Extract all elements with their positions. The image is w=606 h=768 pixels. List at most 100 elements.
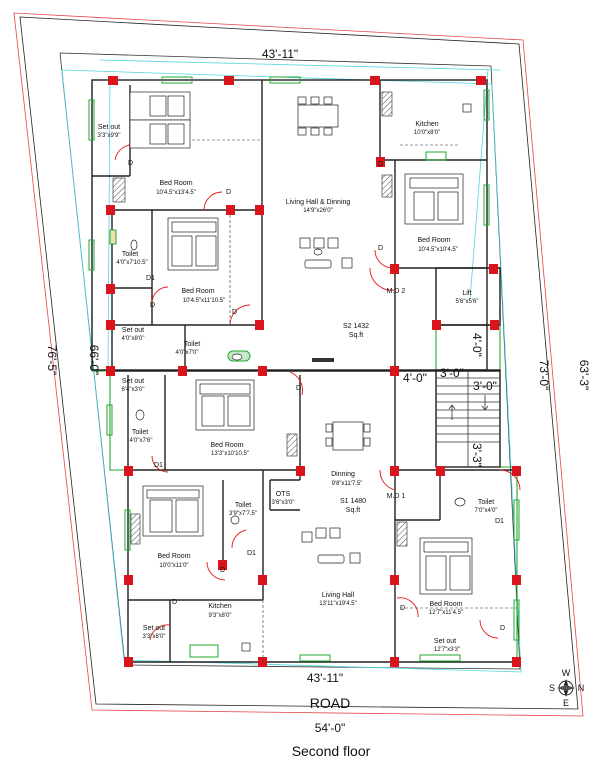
toilet-fixture	[130, 239, 138, 251]
room-name-toilet-lower-left: Toilet	[132, 429, 148, 436]
flat-labels: S2 1432 Sq.ft S1 1480 Sq.ft	[340, 323, 369, 514]
dim-stair-side-upper: 4'-0"	[470, 333, 484, 357]
door-tag: D	[232, 309, 237, 316]
bed-furniture	[419, 537, 473, 595]
room-name-setout-bottom-left: Set out	[143, 625, 165, 632]
dim-right-inner: 63'-3"	[577, 360, 591, 391]
door-tag-md2: M.D 2	[387, 288, 406, 295]
room-name-kitchen-bottom: Kitchen	[208, 603, 231, 610]
door-tag: D	[400, 605, 405, 612]
road-label: ROAD	[310, 695, 350, 711]
room-name-bed-top-right: Bed Room	[417, 237, 450, 244]
door-tag-d1: D1	[154, 462, 163, 469]
room-size-kitchen-top: 10'0"x8'0"	[414, 130, 440, 136]
door-tag: D	[150, 302, 155, 309]
door-tag-d1: D1	[146, 275, 155, 282]
room-size-bed-top-right: 10'4.5"x10'4.5"	[418, 247, 458, 253]
room-size-lift: 5'6"x5'6"	[456, 299, 479, 305]
room-size-bed-top-left: 10'4.5"x13'4.5"	[156, 190, 196, 196]
room-size-toilet-lower-right: 7'0"x4'0"	[475, 508, 498, 514]
room-size-toilet-lower-left: 4'0"x7'6"	[130, 438, 153, 444]
room-name-setout-bottom-right: Set out	[434, 638, 456, 645]
dim-stair-side-lower: 3'-3"	[470, 443, 484, 467]
compass-e: E	[563, 698, 569, 708]
sofa-set	[299, 237, 353, 269]
bed-furniture	[167, 217, 219, 271]
staircase	[435, 267, 501, 468]
room-size-setout-small: 6'4"x3'0"	[122, 387, 145, 393]
dim-stair-top-b: 3'-0"	[473, 379, 497, 393]
flat-s1-name: S1 1480	[340, 498, 366, 505]
dim-road-width: 54'-0"	[315, 721, 346, 735]
bed-furniture	[404, 173, 464, 225]
sink-fixture	[462, 103, 472, 113]
room-name-living-hall-lower: Living Hall	[322, 592, 355, 599]
room-name-toilet-mid-left: Toilet	[184, 341, 200, 348]
room-name-bed-lower-mid: Bed Room	[210, 442, 243, 449]
dim-stair-left: 4'-0"	[403, 371, 427, 385]
flat-s2-area: Sq.ft	[349, 332, 363, 339]
door-tag: D	[378, 245, 383, 252]
door-tag: D	[172, 599, 177, 606]
furniture	[129, 91, 473, 652]
compass-icon: W S N E	[549, 668, 584, 708]
dim-right-outer: 73'-0"	[537, 360, 551, 391]
door-tag-d1: D1	[247, 550, 256, 557]
room-name-setout-small: Set out	[122, 378, 144, 385]
floor-title: Second floor	[292, 743, 371, 759]
room-name-kitchen-top: Kitchen	[415, 121, 438, 128]
door-tag-d1: D1	[495, 518, 504, 525]
room-name-toilet-lower-mid: Toilet	[235, 502, 251, 509]
room-size-living-dining-top: 14'9"x26'0"	[303, 208, 333, 214]
door-tag: D	[220, 567, 225, 574]
dimension-labels: 43'-11" 43'-11" 54'-0" 76'-5" 66'-0" 73'…	[45, 47, 591, 735]
toilet-fixture	[231, 353, 243, 361]
door-tag: D	[128, 160, 133, 167]
door-tag: D	[378, 161, 383, 168]
room-name-bed-bottom-right: Bed Room	[429, 601, 462, 608]
dim-bottom-width: 43'-11"	[307, 671, 343, 685]
door-tags: M.D 2 M.D 1 D D D D D D D D D D D D1 D1 …	[128, 160, 505, 632]
bed-furniture	[195, 379, 255, 431]
windows	[88, 76, 520, 662]
room-name-lift: Lift	[462, 290, 471, 297]
room-name-bed-bottom-left: Bed Room	[157, 553, 190, 560]
room-name-ots: OTS	[276, 491, 291, 498]
room-name-dining-lower: Dinning	[331, 471, 355, 478]
room-size-bed-lower-mid: 13'3"x10'10.5"	[211, 451, 249, 457]
toilet-fixture	[454, 497, 466, 507]
bed-furniture	[129, 91, 191, 149]
dining-table	[325, 421, 371, 451]
room-name-setout-top: Set out	[98, 124, 120, 131]
room-size-kitchen-bottom: 9'3"x8'0"	[209, 613, 232, 619]
structural-columns	[106, 76, 521, 667]
compass-w: W	[562, 668, 571, 678]
dining-table	[297, 96, 339, 136]
room-size-setout-top: 3'3"x9'9"	[98, 133, 121, 139]
room-name-toilet-lower-right: Toilet	[478, 499, 494, 506]
room-size-bed-mid-left: 10'4.5"x11'10.5"	[183, 298, 225, 304]
dim-top-width: 43'-11"	[262, 47, 298, 61]
room-size-toilet-mid-left: 4'0"x7'0"	[176, 350, 199, 356]
room-name-bed-mid-left: Bed Room	[181, 288, 214, 295]
toilet-fixture	[135, 409, 145, 421]
room-name-toilet-top-left: Toilet	[122, 251, 138, 258]
room-size-dining-lower: 9'8"x11'7.5"	[332, 481, 363, 487]
room-size-living-hall-lower: 13'11"x19'4.5"	[319, 601, 356, 607]
room-name-bed-top-left: Bed Room	[159, 180, 192, 187]
room-size-setout-mid-left: 4'0"x8'0"	[122, 336, 145, 342]
sofa-set	[301, 527, 361, 564]
hatched-elements	[112, 91, 408, 547]
bed-furniture	[142, 485, 204, 537]
flat-s2-name: S2 1432	[343, 323, 369, 330]
door-swings	[114, 144, 521, 641]
room-labels: Set out 3'3"x9'9" Kitchen 10'0"x8'0" Bed…	[98, 121, 498, 653]
room-size-bed-bottom-left: 10'0"x11'0"	[159, 563, 188, 569]
dim-stair-top-a: 3'-0"	[440, 366, 464, 380]
compass-n: N	[578, 683, 585, 693]
room-size-toilet-top-left: 4'0"x7'10.5"	[116, 260, 147, 266]
door-tag: D	[226, 189, 231, 196]
door-tag-md1: M.D 1	[387, 493, 406, 500]
dim-left-inner: 66'-0"	[87, 345, 101, 376]
